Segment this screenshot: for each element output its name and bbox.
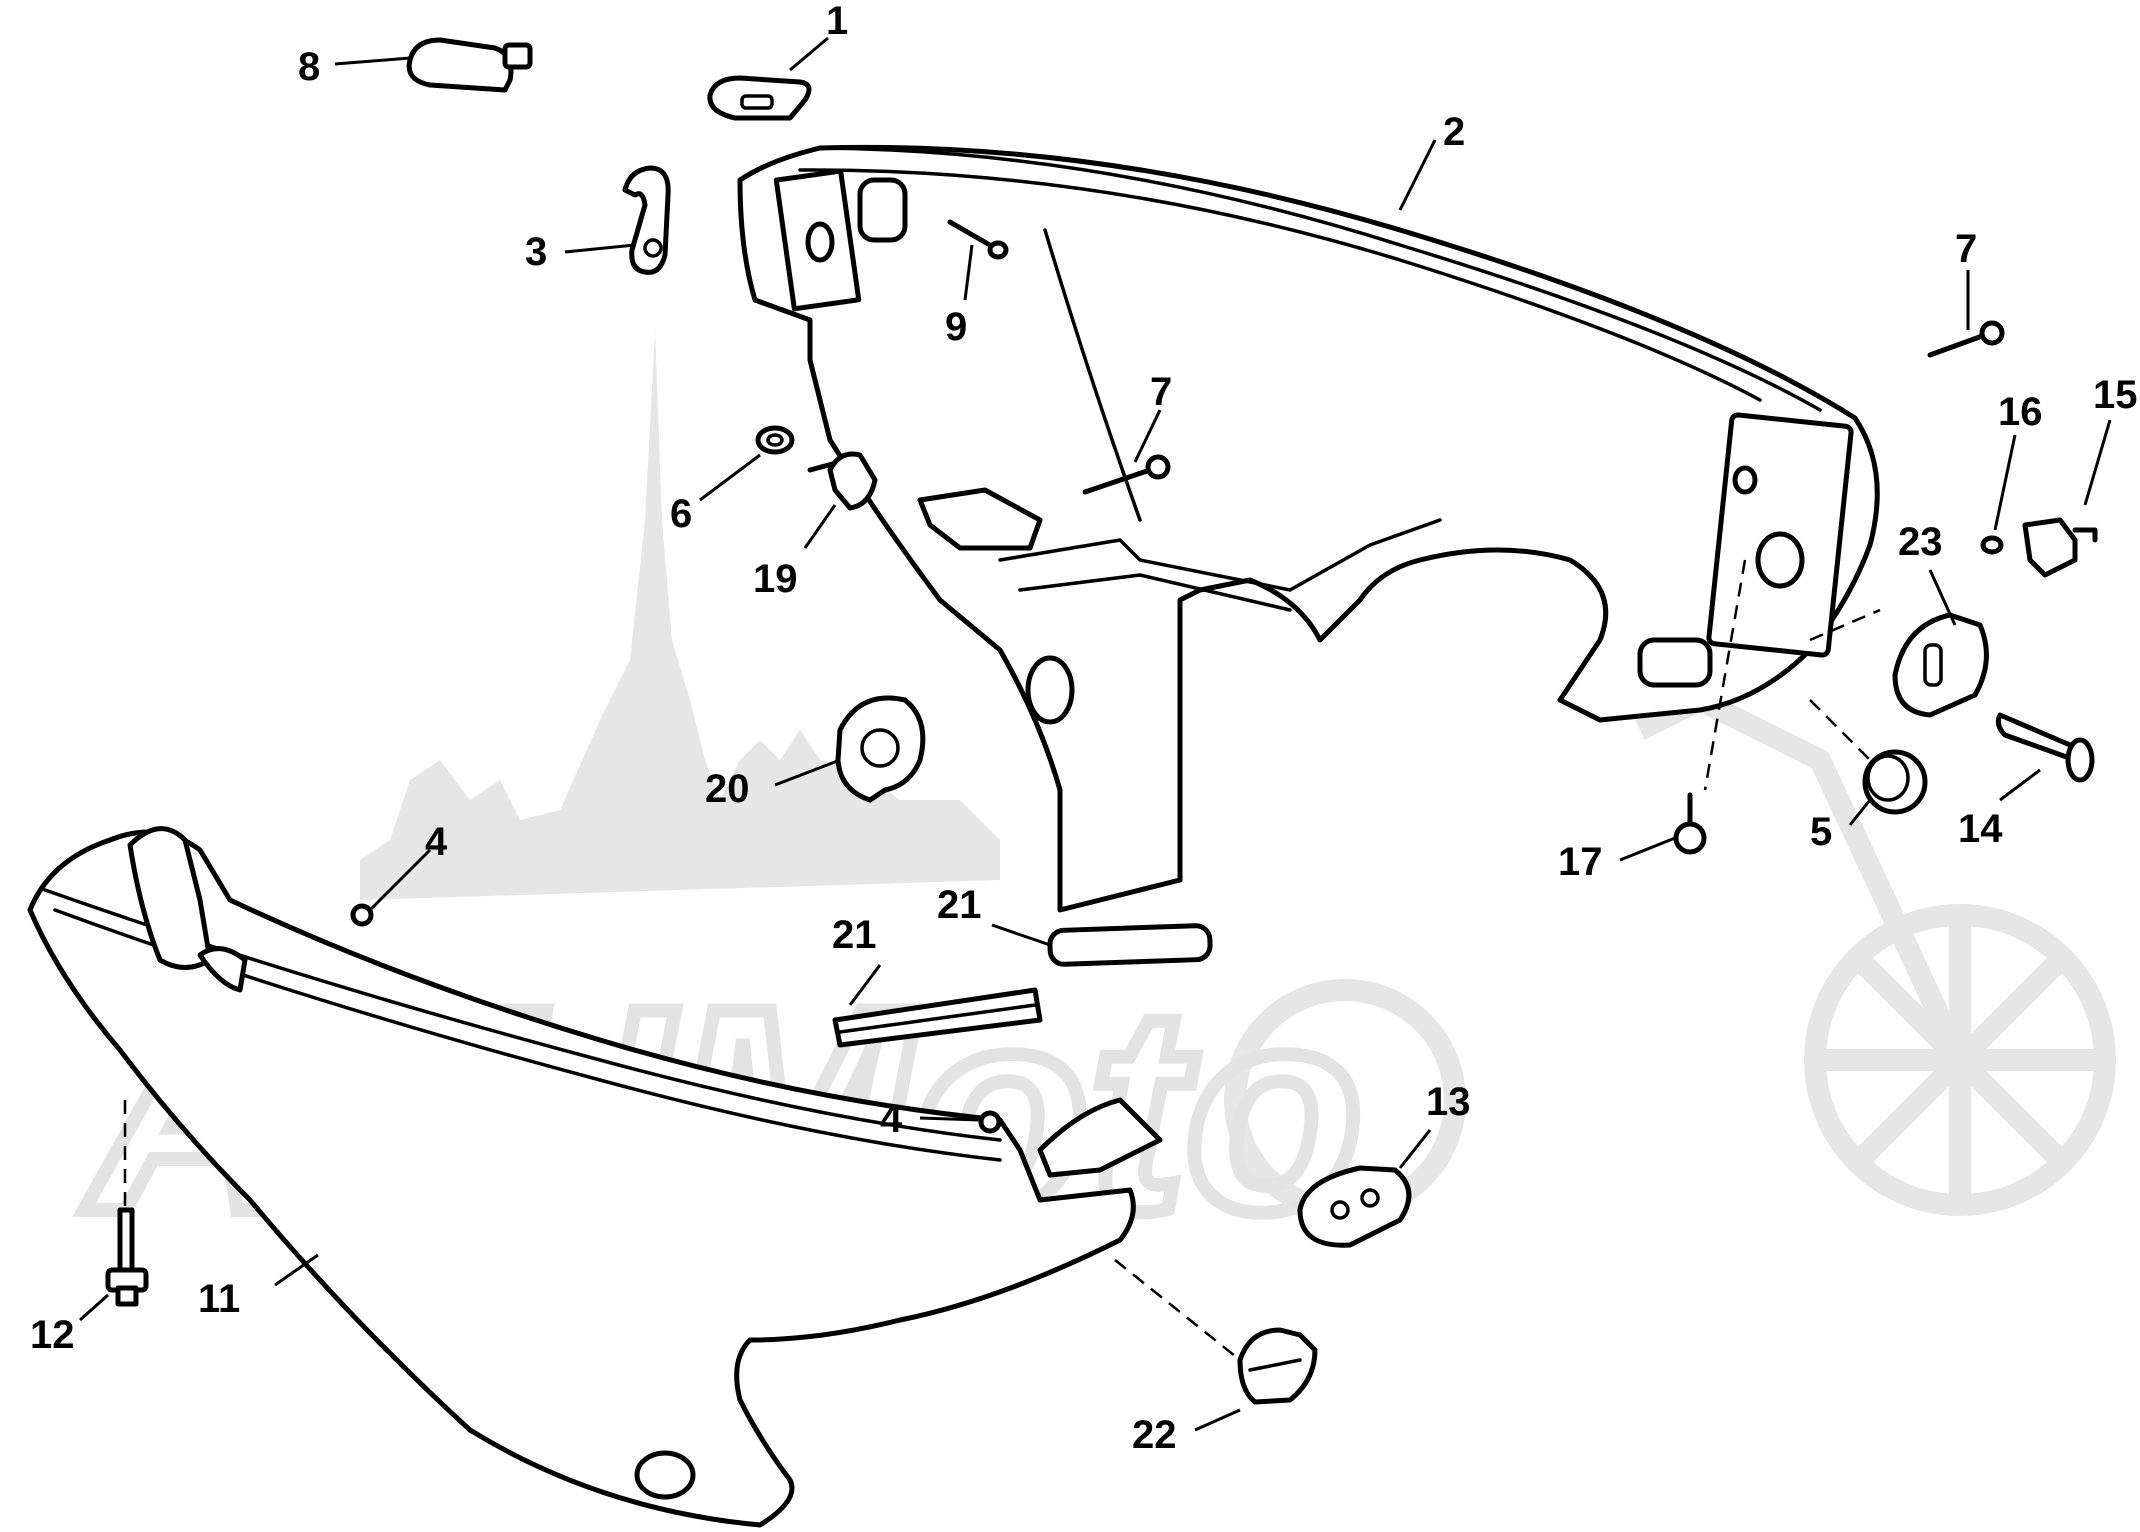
callout-15: 15 [2093, 373, 2138, 417]
callout-21a: 21 [937, 883, 982, 927]
part-1-cap [707, 75, 812, 121]
callout-2: 2 [1443, 110, 1465, 154]
part-4a-nut [350, 903, 374, 927]
part-11-lower-cowl [27, 826, 1163, 1528]
part-20-clip [835, 695, 926, 803]
callout-7b: 7 [1955, 227, 1977, 271]
part-7b-screw [1927, 320, 2005, 358]
part-19-pin [807, 451, 878, 511]
part-3-latch-hook [622, 165, 671, 275]
callout-4a: 4 [425, 820, 448, 864]
part-16-washer [1980, 535, 2004, 555]
part-17-screw [1673, 792, 1707, 855]
callout-20: 20 [705, 767, 750, 811]
callout-13: 13 [1426, 1080, 1471, 1124]
part-2-upper-cowl [737, 144, 1880, 913]
part-21a-strip [832, 987, 1043, 1048]
callouts: 8 1 3 2 9 7 7 16 15 6 19 23 20 4 5 14 17… [30, 0, 2138, 1457]
assembly-lines [123, 559, 1881, 1361]
callout-8: 8 [298, 45, 320, 89]
callout-6: 6 [670, 492, 692, 536]
callout-16: 16 [1998, 390, 2043, 434]
part-6-washer [755, 425, 795, 455]
callout-22: 22 [1132, 1413, 1177, 1457]
part-7a-screw [1082, 454, 1171, 495]
callout-12: 12 [30, 1313, 75, 1357]
callout-3: 3 [525, 230, 547, 274]
part-21b-tube [1047, 923, 1213, 967]
part-9-screw [947, 219, 1009, 260]
watermark-skyline [360, 330, 1000, 900]
part-5-plug [1862, 749, 1928, 815]
callout-19: 19 [753, 557, 798, 601]
callout-5: 5 [1810, 810, 1832, 854]
callout-23: 23 [1898, 520, 1943, 564]
part-22-clip [1237, 1327, 1318, 1405]
callout-1: 1 [826, 0, 848, 43]
callout-17: 17 [1558, 840, 1603, 884]
callout-11: 11 [198, 1277, 240, 1321]
callout-9: 9 [945, 305, 967, 349]
part-12-bolt [105, 1207, 149, 1307]
leader-lines [79, 36, 2112, 1432]
part-13-grommet [1297, 1165, 1412, 1248]
callout-4b: 4 [880, 1097, 903, 1141]
part-8-knob [406, 37, 533, 93]
part-23-grommet [1892, 612, 1989, 718]
callout-7a: 7 [1150, 370, 1172, 414]
part-15-bracket [2022, 517, 2098, 578]
callout-14: 14 [1958, 807, 2003, 851]
part-14-pin [1995, 712, 2095, 783]
part-4b-nut [978, 1110, 1002, 1134]
callout-21b: 21 [832, 913, 877, 957]
